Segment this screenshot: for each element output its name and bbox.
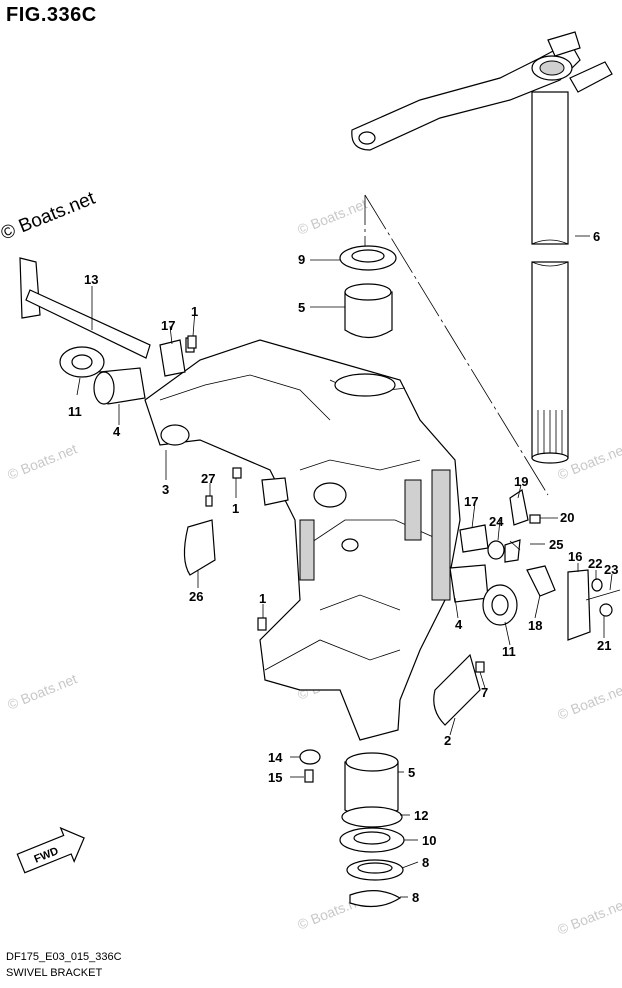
upper-bushing-set <box>339 245 397 339</box>
callout-1: 1 <box>232 501 239 516</box>
callout-24: 24 <box>489 514 504 529</box>
watermark-faint: © Boats.net <box>5 440 79 482</box>
cable-clamp-right <box>433 653 481 726</box>
watermark-main: © Boats.net <box>0 188 99 245</box>
watermark-faint: © Boats.net <box>295 195 369 237</box>
screw-1c <box>257 617 267 631</box>
swivel-bracket-body <box>144 339 461 741</box>
callout-7: 7 <box>481 685 488 700</box>
callout-9: 8 <box>422 855 429 870</box>
callout-2: 2 <box>444 733 451 748</box>
diagram-code: DF175_E03_015_336C <box>6 951 122 963</box>
callout-22: 22 <box>588 556 602 571</box>
callout-12: 12 <box>414 808 428 823</box>
watermark-faint: © Boats.net <box>555 680 622 722</box>
figure-title: FIG.336C <box>6 4 97 26</box>
callout-15: 13 <box>84 272 98 287</box>
callout-18: 18 <box>528 618 542 633</box>
callout-16: 16 <box>568 549 582 564</box>
screw-1b <box>232 467 242 479</box>
right-side-parts <box>449 489 621 641</box>
cable-clamp-left <box>183 519 216 576</box>
callout-13: 14 <box>268 750 283 765</box>
callout-19: 19 <box>514 474 528 489</box>
screw-1a <box>187 335 197 349</box>
callout-8: 9 <box>298 252 305 267</box>
callout-3: 3 <box>162 482 169 497</box>
callout-4: 4 <box>455 617 463 632</box>
watermark-faint: © Boats.net <box>555 895 622 937</box>
steering-shaft <box>531 91 569 464</box>
callout-26: 26 <box>189 589 203 604</box>
callout-5: 5 <box>298 300 305 315</box>
steering-arm <box>351 31 613 151</box>
callout-8: 10 <box>422 833 436 848</box>
diagram-caption: SWIVEL BRACKET <box>6 967 103 979</box>
callout-17: 17 <box>464 494 478 509</box>
callout-11: 11 <box>502 644 516 659</box>
callout-1: 1 <box>191 304 198 319</box>
screw-27 <box>205 495 213 507</box>
callout-labels: 6 9 5 13 1 17 11 4 3 27 1 26 1 17 24 25 … <box>68 229 618 905</box>
callout-10: 8 <box>412 890 419 905</box>
callout-14: 15 <box>268 770 282 785</box>
callout-1: 1 <box>259 591 266 606</box>
callout-17: 17 <box>161 318 175 333</box>
callout-27: 27 <box>201 471 215 486</box>
callout-25: 25 <box>549 537 563 552</box>
watermark-faint: © Boats.net <box>5 670 79 712</box>
callout-23: 23 <box>604 562 618 577</box>
lower-bushing-set <box>299 749 405 908</box>
callout-20: 20 <box>560 510 574 525</box>
tilt-tube-left <box>19 257 195 405</box>
callout-4: 4 <box>113 424 121 439</box>
callout-21: 21 <box>597 638 611 653</box>
callout-6: 6 <box>593 229 600 244</box>
screw-7 <box>475 661 485 673</box>
callout-5: 5 <box>408 765 415 780</box>
forward-arrow-icon: FWD <box>16 826 85 874</box>
leader-lines <box>76 235 613 898</box>
callout-11: 11 <box>68 404 82 419</box>
